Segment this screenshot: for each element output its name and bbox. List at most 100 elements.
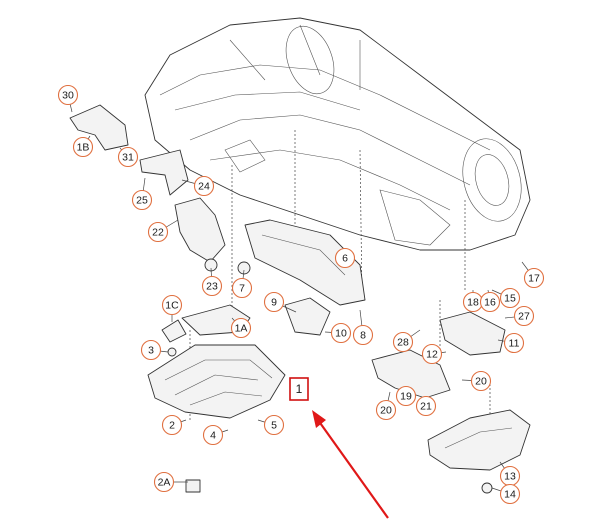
part-1b-bracket — [69, 104, 129, 151]
callout-label: 14 — [504, 489, 516, 501]
callout-circle — [153, 471, 175, 493]
part-1c-clip — [161, 319, 187, 343]
callout-21: 21 — [415, 395, 437, 417]
callout-label: 3 — [148, 345, 154, 357]
callout-circle — [392, 331, 414, 353]
callout-17: 17 — [521, 261, 545, 289]
callout-18: 18 — [462, 290, 484, 313]
callout-circle — [193, 175, 215, 197]
callout-circle — [231, 277, 253, 299]
callout-31: 31 — [117, 146, 139, 168]
callout-circle — [415, 395, 437, 417]
callout-circle — [140, 339, 162, 361]
callout-5: 5 — [257, 414, 285, 436]
callout-label: 12 — [426, 349, 438, 361]
callout-1c: 1C — [161, 294, 183, 322]
part-24-bracket — [139, 149, 189, 196]
part-22-shield — [174, 197, 226, 263]
callout-circle — [499, 287, 521, 309]
callout-circle — [334, 247, 356, 269]
callout-circle — [375, 399, 397, 421]
callout-15: 15 — [491, 287, 521, 309]
callout-9: 9 — [263, 291, 297, 313]
part-1-underbody-shield — [147, 344, 286, 419]
callout-2a: 2A — [153, 471, 188, 493]
callout-label: 23 — [206, 281, 218, 293]
callout-label: 1B — [77, 142, 90, 154]
highlight-arrow — [312, 410, 389, 519]
callout-11: 11 — [497, 332, 525, 354]
callout-10: 10 — [324, 322, 352, 344]
callout-circle — [523, 267, 545, 289]
part-2a-bolt — [185, 479, 201, 493]
callout-label: 24 — [198, 181, 210, 193]
callout-label: 7 — [239, 283, 245, 295]
callout-circle — [470, 370, 492, 392]
callout-25: 25 — [131, 177, 153, 211]
callout-23: 23 — [201, 267, 223, 297]
callout-label: 30 — [62, 90, 74, 102]
part-7-clip — [237, 261, 251, 275]
callout-circle — [330, 322, 352, 344]
callout-16: 16 — [479, 289, 501, 313]
callout-20: 20 — [461, 370, 492, 392]
callout-circle — [421, 343, 443, 365]
callout-circle — [352, 324, 374, 346]
callout-27: 27 — [504, 305, 535, 327]
part-13-cover — [427, 409, 531, 471]
callout-circle — [117, 146, 139, 168]
callout-label: 9 — [271, 297, 277, 309]
part-9-bracket — [284, 297, 331, 336]
callout-circle — [513, 305, 535, 327]
callout-circle — [230, 317, 252, 339]
callout-14: 14 — [491, 483, 521, 505]
callout-label: 21 — [420, 401, 432, 413]
callout-7: 7 — [231, 269, 253, 299]
callout-label: 20 — [475, 376, 487, 388]
callout-label: 1A — [235, 323, 248, 335]
callout-label: 22 — [152, 227, 164, 239]
callout-circle — [161, 414, 183, 436]
part-3-clip — [167, 347, 177, 357]
callout-circle — [201, 275, 223, 297]
callout-circle — [131, 189, 153, 211]
callout-circle — [161, 294, 183, 316]
part-14-nut — [481, 482, 493, 494]
callout-circle — [263, 414, 285, 436]
callout-6: 6 — [334, 247, 356, 269]
callout-label: 25 — [136, 195, 148, 207]
callout-label: 18 — [467, 297, 479, 309]
callout-28: 28 — [392, 329, 421, 353]
part-11-panel — [439, 311, 506, 356]
callout-label: 17 — [528, 273, 540, 285]
callout-label: 11 — [509, 338, 520, 350]
callout-label: 5 — [271, 420, 277, 432]
callout-label: 13 — [504, 471, 516, 483]
callout-circle — [395, 385, 417, 407]
callout-2: 2 — [161, 414, 187, 436]
callout-label: 2A — [158, 477, 171, 489]
callout-circle — [147, 221, 169, 243]
callout-13: 13 — [499, 461, 521, 487]
highlighted-part-label: 1 — [289, 377, 309, 401]
callout-3: 3 — [140, 339, 169, 361]
callout-label: 4 — [210, 430, 216, 442]
callout-label: 28 — [397, 337, 409, 349]
callout-circle — [499, 483, 521, 505]
part-6-panel — [244, 219, 366, 306]
callout-4: 4 — [202, 424, 229, 446]
callout-circle — [479, 291, 501, 313]
callout-8: 8 — [352, 309, 374, 346]
callout-12: 12 — [421, 343, 447, 365]
callout-24: 24 — [181, 175, 215, 197]
callout-label: 19 — [400, 391, 412, 403]
callout-22: 22 — [147, 219, 179, 243]
callout-circle — [57, 84, 79, 106]
callout-19: 19 — [395, 385, 417, 407]
callout-label: 31 — [122, 152, 134, 164]
callout-circle — [72, 136, 94, 158]
callout-label: 16 — [484, 297, 496, 309]
callout-circle — [263, 291, 285, 313]
